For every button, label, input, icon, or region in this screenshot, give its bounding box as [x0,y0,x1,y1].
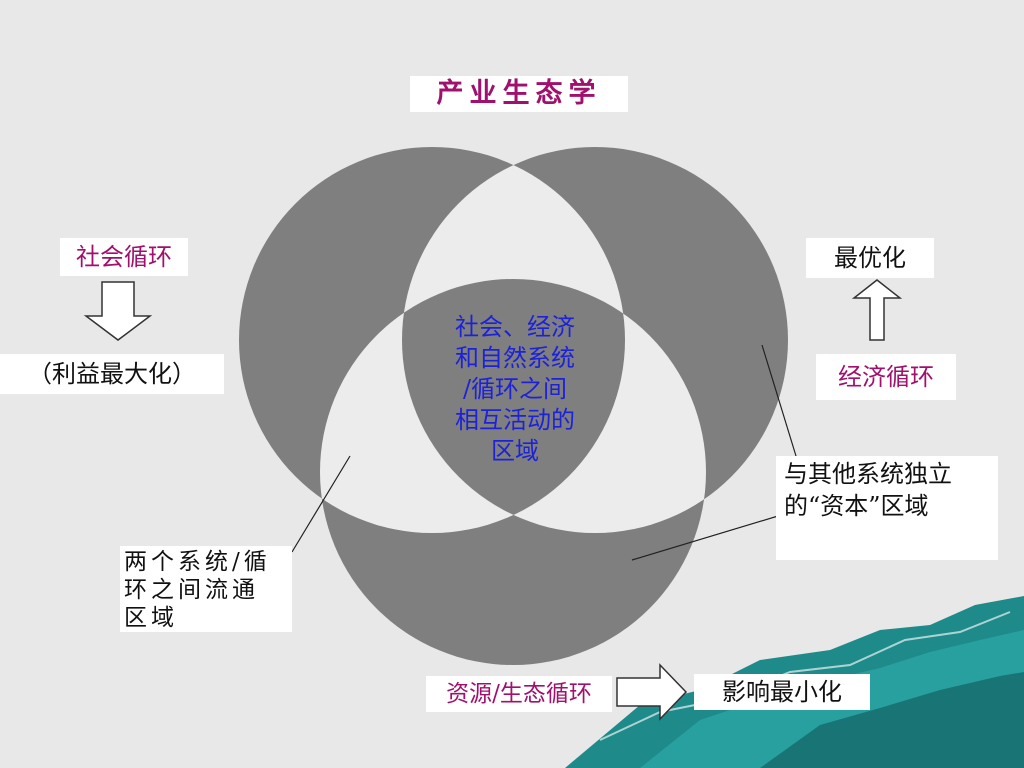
triple-overlap [402,279,625,533]
callout-independent-capital: 与其他系统独立 的“资本”区域 [776,456,998,560]
center-text-line: 区域 [491,437,539,465]
center-text-line: /循环之间 [462,375,568,403]
leader-line-flow [291,455,351,553]
callout-line: 区域 [124,605,178,631]
label-profit-max: （利益最大化） [0,354,224,394]
label-social-cycle: 社会循环 [60,238,188,276]
label-economic-cycle: 经济循环 [816,354,956,400]
label-impact-min: 影响最小化 [694,674,870,710]
page-title: 产业生态学 [410,76,628,112]
center-text-line: 相互活动的 [455,406,575,434]
callout-line: 与其他系统独立 [784,460,952,488]
center-text-line: 社会、经济 [455,313,575,341]
label-resource-cycle: 资源/生态循环 [426,676,612,712]
callout-line: 两个系统/循 [124,549,271,575]
callout-line: 的“资本”区域 [784,492,929,520]
leader-line-independent-top [761,344,797,457]
right-arrow-icon [616,663,688,721]
up-arrow-icon [851,279,903,341]
venn-diagram [239,147,788,665]
center-overlap-text: 社会、经济 和自然系统 /循环之间 相互活动的 区域 [420,312,610,467]
callout-line: 环之间流通 [124,577,259,603]
center-text-line: 和自然系统 [455,344,575,372]
leader-line-independent-bottom [631,515,779,561]
down-arrow-icon [83,281,153,341]
callout-flow-between: 两个系统/循 环之间流通 区域 [120,546,292,632]
label-optimize: 最优化 [806,238,934,278]
